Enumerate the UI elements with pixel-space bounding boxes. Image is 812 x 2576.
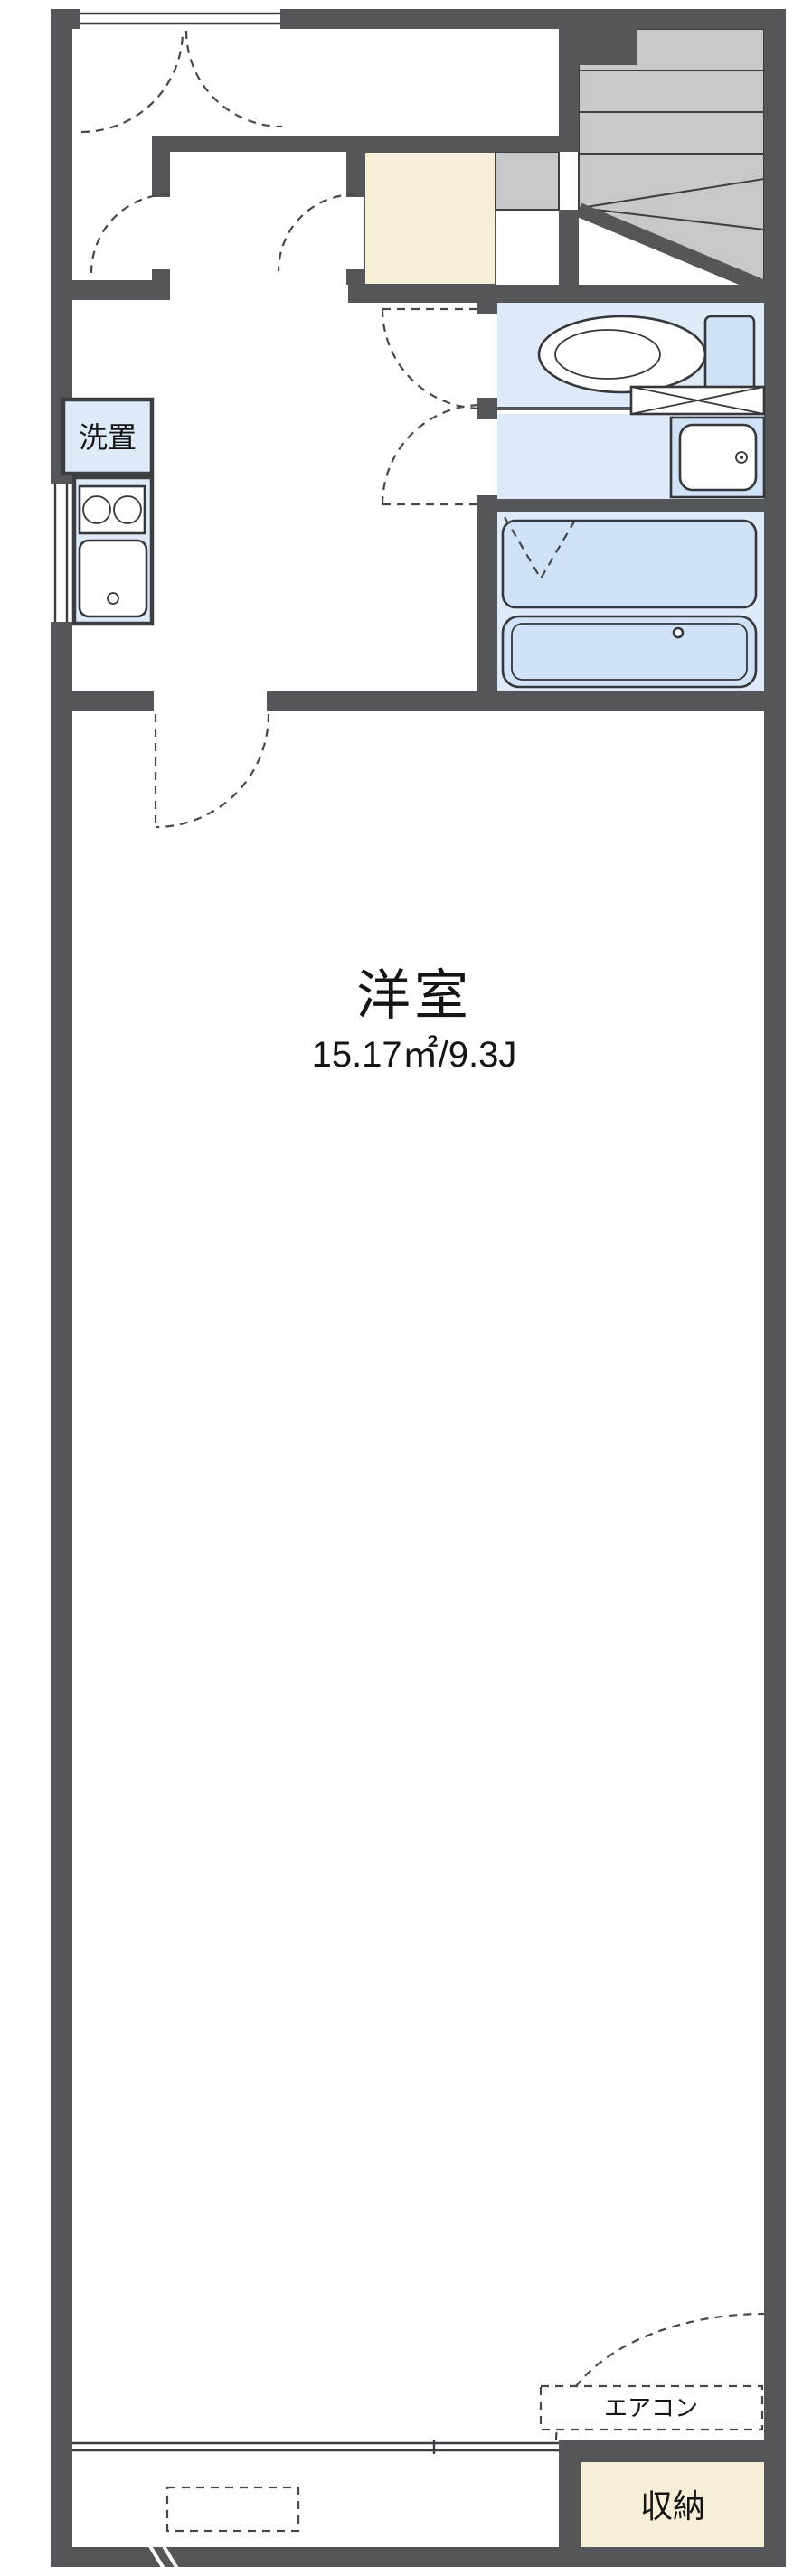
wall-segment: [497, 499, 764, 512]
entry-step: [495, 151, 560, 211]
washer-space: [61, 397, 155, 476]
door-swing-arc: [155, 713, 270, 829]
faucet: [735, 451, 748, 464]
balcony-dashed-box: [165, 2486, 300, 2533]
stair-winder-tread: [580, 178, 765, 209]
bathtub-outer: [501, 615, 758, 689]
kitchen-sink-icon: [78, 539, 148, 618]
wall-segment: [579, 29, 637, 65]
wall-segment: [267, 691, 764, 711]
door-swing-arc: [80, 30, 184, 134]
kitchen-window-opening: [51, 484, 72, 622]
toilet-icon: [537, 315, 756, 394]
door-swing-arc: [381, 403, 483, 505]
wall-segment: [51, 280, 170, 300]
storage-label: 収納: [640, 2487, 705, 2524]
faucet-dot: [740, 456, 743, 459]
windows: [51, 9, 559, 2454]
fixtures: [61, 315, 766, 689]
basin: [678, 423, 758, 492]
toilet-bowl: [537, 315, 707, 394]
bathtub-inner: [511, 623, 748, 681]
burner: [113, 495, 142, 524]
entry-floor: [364, 151, 496, 286]
wall-segment: [559, 29, 579, 152]
bath-folding-door: [504, 516, 578, 581]
wall-segment: [348, 285, 764, 303]
wall-segment: [152, 136, 559, 152]
toilet-tank: [703, 315, 756, 394]
washer-box: [61, 397, 155, 476]
wall-segment: [477, 495, 497, 711]
toilet-bowl-inner: [554, 329, 661, 380]
wall-segment: [280, 9, 764, 29]
door-swing-arc: [277, 193, 356, 272]
kitchen-counter: [71, 475, 155, 626]
stair-diagonal-wall: [575, 202, 768, 295]
burner: [82, 495, 111, 524]
laundry-label: 洗置: [79, 421, 137, 454]
break-marks: [146, 2540, 184, 2576]
cabinet-cross: [630, 386, 765, 415]
staircase-icon: [575, 28, 768, 295]
door-swing-arc: [184, 30, 283, 128]
aircon-box: [539, 2384, 764, 2431]
stair-winder-tread: [580, 207, 765, 230]
hanging-cabinet-icon: [629, 385, 766, 416]
stove-top: [78, 484, 146, 535]
bathtub-drain: [672, 626, 685, 639]
bathtub-icon: [501, 519, 758, 689]
labels: 洗置 洋室 15.17㎡/9.3J エアコン 収納: [79, 421, 705, 2524]
aircon-label: エアコン: [604, 2394, 698, 2421]
door-swing-arc: [381, 308, 483, 410]
wall-segment: [477, 398, 497, 419]
bath-deck: [501, 519, 758, 609]
washbasin-icon: [669, 416, 766, 499]
wall-segment: [559, 210, 579, 303]
air-conditioner: [539, 2384, 764, 2431]
wall-segment: [559, 2440, 764, 2462]
wall-segment: [51, 2547, 764, 2567]
break-mark: [146, 2540, 170, 2576]
wall-segment: [51, 691, 154, 711]
storage-closet-floor: [581, 2462, 764, 2547]
wall-segment: [346, 269, 364, 285]
sink-basin: [78, 539, 148, 618]
main-room-label: 洋室: [356, 965, 472, 1026]
main-room-area-label: 15.17㎡/9.3J: [312, 1035, 517, 1075]
window-opening: [80, 9, 280, 29]
wall-segment: [152, 136, 170, 197]
door-swings: [80, 30, 765, 2533]
sink-drain: [107, 592, 119, 605]
stove-icon: [78, 484, 146, 535]
wall-segment: [51, 9, 72, 2567]
wall-segment: [477, 303, 497, 314]
wall-segment: [764, 9, 786, 2567]
door-swing-arc: [90, 193, 171, 274]
break-mark: [159, 2540, 184, 2576]
